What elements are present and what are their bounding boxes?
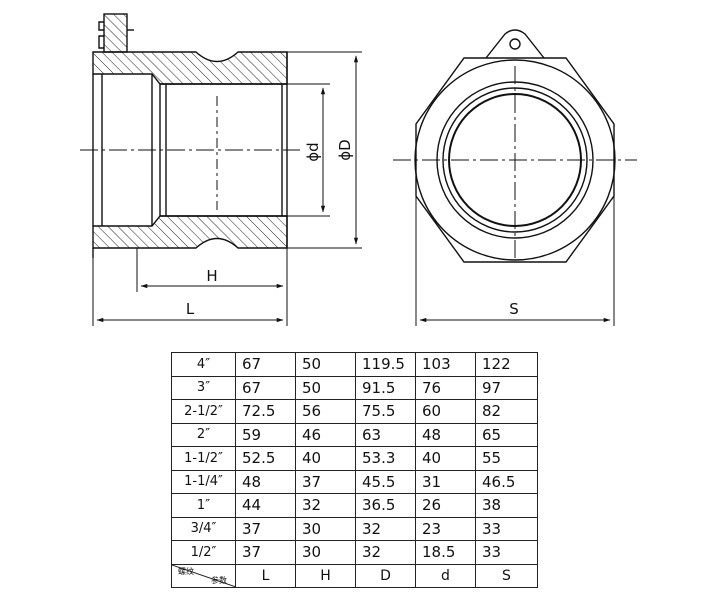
value-cell-H: 50 [295,375,356,400]
top-nozzle [98,13,134,53]
value-cell-d: 103 [415,352,476,377]
value-cell-H: 32 [295,493,356,518]
value-cell-S: 33 [475,516,538,541]
column-header-H: H [295,563,356,588]
label-S: S [509,300,519,318]
value-cell-H: 37 [295,469,356,494]
corner-bottom-label: 参数 [211,576,227,585]
corner-diagonal [172,564,235,587]
value-cell-S: 46.5 [475,469,538,494]
value-cell-H: 46 [295,422,356,447]
dimension-d [287,83,330,217]
value-cell-L: 37 [235,516,296,541]
label-H: H [206,267,217,285]
value-cell-D: 45.5 [355,469,416,494]
label-D: ϕD [336,139,354,160]
thread-size-cell: 3″ [171,375,236,400]
value-cell-D: 53.3 [355,446,416,471]
value-cell-S: 65 [475,422,538,447]
value-cell-D: 119.5 [355,352,416,377]
value-cell-S: 82 [475,399,538,424]
value-cell-d: 23 [415,516,476,541]
value-cell-L: 52.5 [235,446,296,471]
value-cell-L: 44 [235,493,296,518]
value-cell-H: 56 [295,399,356,424]
thread-size-cell: 4″ [171,352,236,377]
dimension-H [136,248,288,292]
value-cell-D: 75.5 [355,399,416,424]
corner-header-cell: 螺纹参数 [171,563,236,588]
value-cell-d: 18.5 [415,540,476,565]
technical-drawing: ϕd ϕD H L [80,13,637,326]
value-cell-L: 67 [235,375,296,400]
value-cell-D: 36.5 [355,493,416,518]
thread-size-cell: 2″ [171,422,236,447]
thread-size-cell: 1″ [171,493,236,518]
label-d: ϕd [304,142,322,161]
label-L: L [186,300,195,318]
value-cell-S: 33 [475,540,538,565]
value-cell-S: 122 [475,352,538,377]
value-cell-d: 76 [415,375,476,400]
lower-wall [92,215,288,249]
thread-size-cell: 2-1/2″ [171,399,236,424]
value-cell-L: 67 [235,352,296,377]
dimension-L [92,258,288,326]
value-cell-L: 48 [235,469,296,494]
value-cell-d: 26 [415,493,476,518]
value-cell-S: 38 [475,493,538,518]
thread-size-cell: 1-1/2″ [171,446,236,471]
top-lug [485,29,545,59]
thread-size-cell: 3/4″ [171,516,236,541]
thread-size-cell: 1/2″ [171,540,236,565]
value-cell-d: 60 [415,399,476,424]
value-cell-d: 31 [415,469,476,494]
dimension-D [287,51,362,249]
value-cell-d: 48 [415,422,476,447]
value-cell-H: 50 [295,352,356,377]
column-header-S: S [475,563,538,588]
value-cell-L: 59 [235,422,296,447]
value-cell-D: 91.5 [355,375,416,400]
value-cell-H: 40 [295,446,356,471]
section-view [92,13,288,258]
value-cell-L: 72.5 [235,399,296,424]
value-cell-D: 32 [355,516,416,541]
value-cell-D: 63 [355,422,416,447]
corner-top-label: 螺纹 [178,566,194,576]
value-cell-d: 40 [415,446,476,471]
dimension-S [415,196,615,326]
upper-wall [92,51,288,85]
column-header-L: L [235,563,296,588]
value-cell-D: 32 [355,540,416,565]
value-cell-H: 30 [295,540,356,565]
column-header-D: D [355,563,416,588]
column-header-d: d [415,563,476,588]
value-cell-S: 97 [475,375,538,400]
value-cell-L: 37 [235,540,296,565]
value-cell-S: 55 [475,446,538,471]
thread-size-cell: 1-1/4″ [171,469,236,494]
value-cell-H: 30 [295,516,356,541]
